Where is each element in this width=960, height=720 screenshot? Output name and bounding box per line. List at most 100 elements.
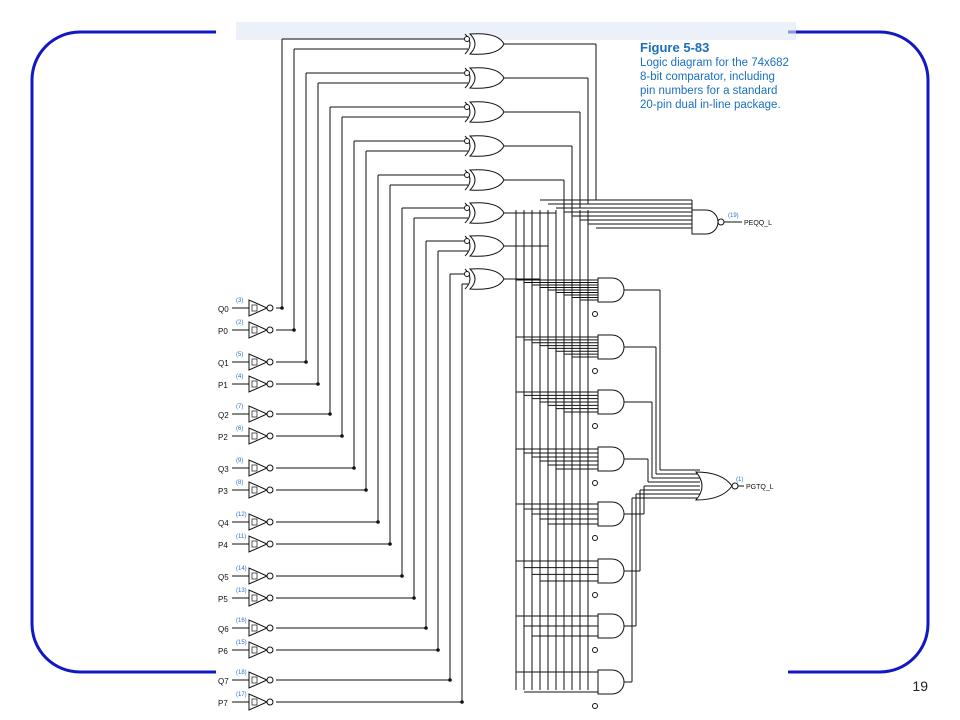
- figure-number: Figure 5-83: [640, 40, 710, 55]
- pin-number: (11): [236, 534, 246, 540]
- pin-number: (19): [728, 213, 739, 219]
- input-label: P5: [218, 595, 228, 604]
- figure-caption: Figure 5-83 Logic diagram for the 74x682…: [640, 40, 790, 112]
- xor-gate: [468, 202, 505, 224]
- buffer-gate: [248, 589, 269, 607]
- inversion-bubble: [266, 358, 274, 366]
- hysteresis-symbol: [251, 572, 258, 580]
- pin-number: (1): [736, 477, 743, 483]
- output-label-pgtq: PGTQ_L: [746, 484, 774, 491]
- inversion-bubble: [464, 104, 470, 110]
- inversion-bubble: [266, 304, 274, 312]
- pin-number: (12): [236, 512, 247, 518]
- hysteresis-symbol: [251, 380, 258, 388]
- nor-gate: [694, 471, 733, 501]
- xor-gate: [468, 101, 505, 123]
- pin-number: (2): [236, 320, 243, 326]
- buffer-gate: [248, 535, 269, 553]
- and-gate: [597, 558, 625, 584]
- hysteresis-symbol: [251, 676, 258, 684]
- xor-gate: [468, 268, 505, 290]
- nand-gate: [691, 209, 719, 235]
- inversion-bubble: [464, 70, 470, 76]
- inversion-bubble: [266, 410, 274, 418]
- pin-number: (15): [236, 640, 247, 646]
- input-label: P2: [218, 433, 228, 442]
- inversion-bubble: [266, 326, 274, 334]
- hysteresis-symbol: [251, 432, 258, 440]
- pin-number: (17): [236, 692, 247, 698]
- input-label: P7: [218, 699, 228, 708]
- xor-gate-arc: [464, 169, 471, 191]
- inversion-bubble: [592, 592, 598, 598]
- input-label: P6: [218, 647, 228, 656]
- hysteresis-symbol: [251, 304, 258, 312]
- inversion-bubble: [464, 271, 470, 277]
- inversion-bubble: [592, 311, 598, 317]
- inversion-bubble: [592, 368, 598, 374]
- inversion-bubble: [464, 238, 470, 244]
- hysteresis-symbol: [251, 326, 258, 334]
- inversion-bubble: [266, 464, 274, 472]
- and-gate: [597, 613, 625, 639]
- input-label: P3: [218, 487, 228, 496]
- pin-number: (13): [236, 588, 247, 594]
- input-label: P4: [218, 541, 228, 550]
- input-label: Q3: [218, 465, 229, 474]
- inversion-bubble: [731, 482, 739, 490]
- input-label: Q1: [218, 359, 229, 368]
- pin-number: (18): [236, 670, 247, 676]
- inversion-bubble: [266, 698, 274, 706]
- pin-number: (14): [236, 566, 247, 572]
- hysteresis-symbol: [251, 540, 258, 548]
- pin-number: (7): [236, 404, 243, 410]
- inversion-bubble: [266, 646, 274, 654]
- inversion-bubble: [266, 518, 274, 526]
- buffer-gate: [248, 427, 269, 445]
- xor-gate-arc: [464, 135, 471, 157]
- input-label: Q4: [218, 519, 229, 528]
- inversion-bubble: [464, 36, 470, 42]
- buffer-gate: [248, 375, 269, 393]
- inversion-bubble: [592, 423, 598, 429]
- xor-gate-arc: [464, 268, 471, 290]
- and-gate: [597, 389, 625, 415]
- buffer-gate: [248, 567, 269, 585]
- xor-gate-arc: [464, 101, 471, 123]
- xor-gate-arc: [464, 67, 471, 89]
- buffer-gate: [248, 459, 269, 477]
- inversion-bubble: [266, 676, 274, 684]
- input-label: P0: [218, 327, 228, 336]
- pin-number: (16): [236, 618, 247, 624]
- xor-gate: [468, 135, 505, 157]
- and-gate: [597, 669, 625, 695]
- xor-gate: [468, 67, 505, 89]
- comparator-logic-diagram: Q0(3)P0(2)Q1(5)P1(4)Q2(7)P2(6)Q3(9)P3(8)…: [218, 33, 774, 711]
- and-gate: [597, 501, 625, 527]
- pin-number: (6): [236, 426, 243, 432]
- inversion-bubble: [592, 535, 598, 541]
- inversion-bubble: [464, 138, 470, 144]
- buffer-gate: [248, 405, 269, 423]
- xor-gate-arc: [464, 33, 471, 55]
- hysteresis-symbol: [251, 486, 258, 494]
- input-label: Q2: [218, 411, 229, 420]
- pin-number: (4): [236, 374, 243, 380]
- inversion-bubble: [266, 624, 274, 632]
- and-gate: [597, 446, 625, 472]
- pin-number: (8): [236, 480, 243, 486]
- input-label: P1: [218, 381, 228, 390]
- and-gate: [597, 334, 625, 360]
- inversion-bubble: [266, 432, 274, 440]
- xor-gate-arc: [464, 235, 471, 257]
- hysteresis-symbol: [251, 358, 258, 366]
- buffer-gate: [248, 353, 269, 371]
- buffer-gate: [248, 299, 269, 317]
- inversion-bubble: [266, 486, 274, 494]
- output-label-peqq: PEQQ_L: [744, 220, 772, 227]
- watermark-band: [236, 22, 796, 40]
- pin-number: (3): [236, 298, 243, 304]
- pin-number: (5): [236, 352, 243, 358]
- buffer-gate: [248, 513, 269, 531]
